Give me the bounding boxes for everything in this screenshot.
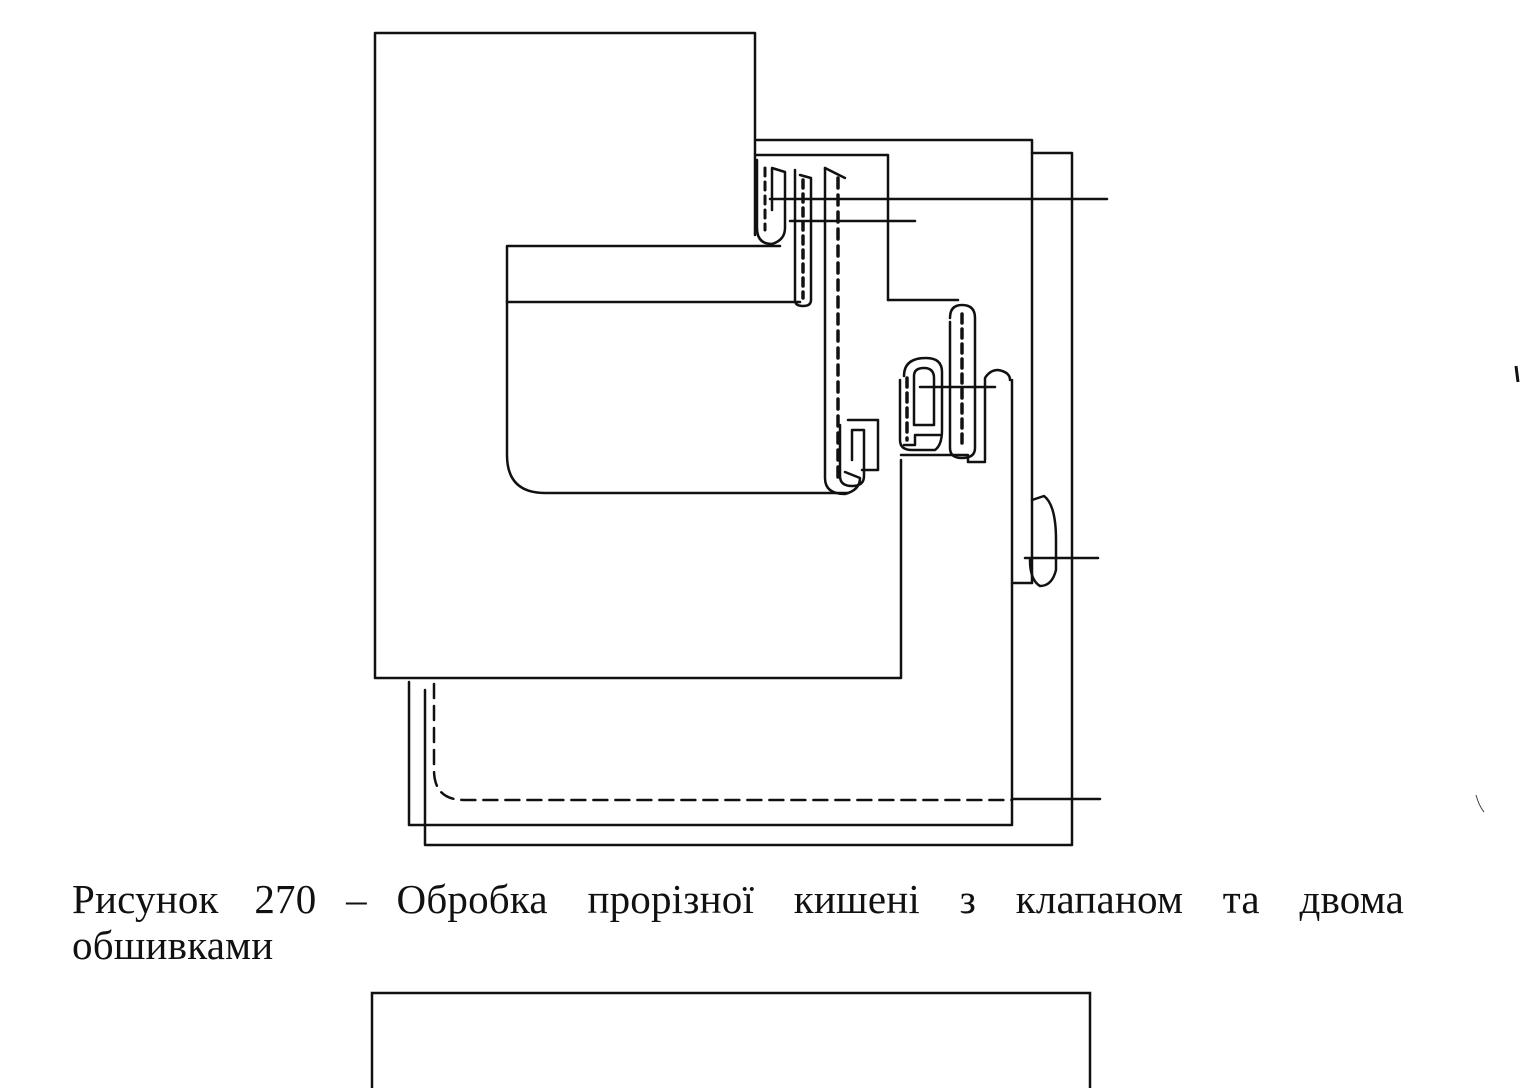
figure-title: Обробка прорізної кишені з клапаном та д…	[72, 876, 1404, 968]
flap-lining-panel	[755, 138, 1034, 585]
figure-caption: Рисунок 270 – Обробка прорізної кишені з…	[72, 876, 1404, 968]
upper-welt-layer-3	[823, 166, 847, 180]
upper-welt-layer-2	[823, 166, 862, 496]
figure-separator: –	[346, 876, 367, 922]
upper-welt-fold	[755, 158, 787, 246]
next-figure-frame	[370, 991, 1092, 1088]
lower-welt-fold	[838, 423, 866, 488]
right-curl	[983, 368, 1012, 462]
middle-base	[899, 453, 987, 464]
figure-label: Рисунок 270	[72, 876, 317, 922]
flap-loop-fold	[1028, 494, 1058, 588]
scan-mark	[1475, 794, 1485, 813]
lining-back-panel	[423, 151, 1074, 847]
lining-front-panel	[407, 378, 1014, 827]
lower-welt-box	[846, 418, 880, 472]
middle-loop-inner	[912, 366, 936, 427]
middle-base-2	[902, 433, 942, 447]
scan-mark	[1514, 365, 1520, 383]
pocket-bag-stitch-line	[432, 682, 1014, 802]
garment-main-panel	[373, 31, 903, 680]
middle-loop-outer	[898, 356, 944, 452]
facing-upper-edge	[755, 153, 890, 302]
upper-welt-seam-1	[793, 168, 813, 308]
right-loop-outer	[948, 303, 977, 460]
pocket-flap	[505, 244, 850, 495]
